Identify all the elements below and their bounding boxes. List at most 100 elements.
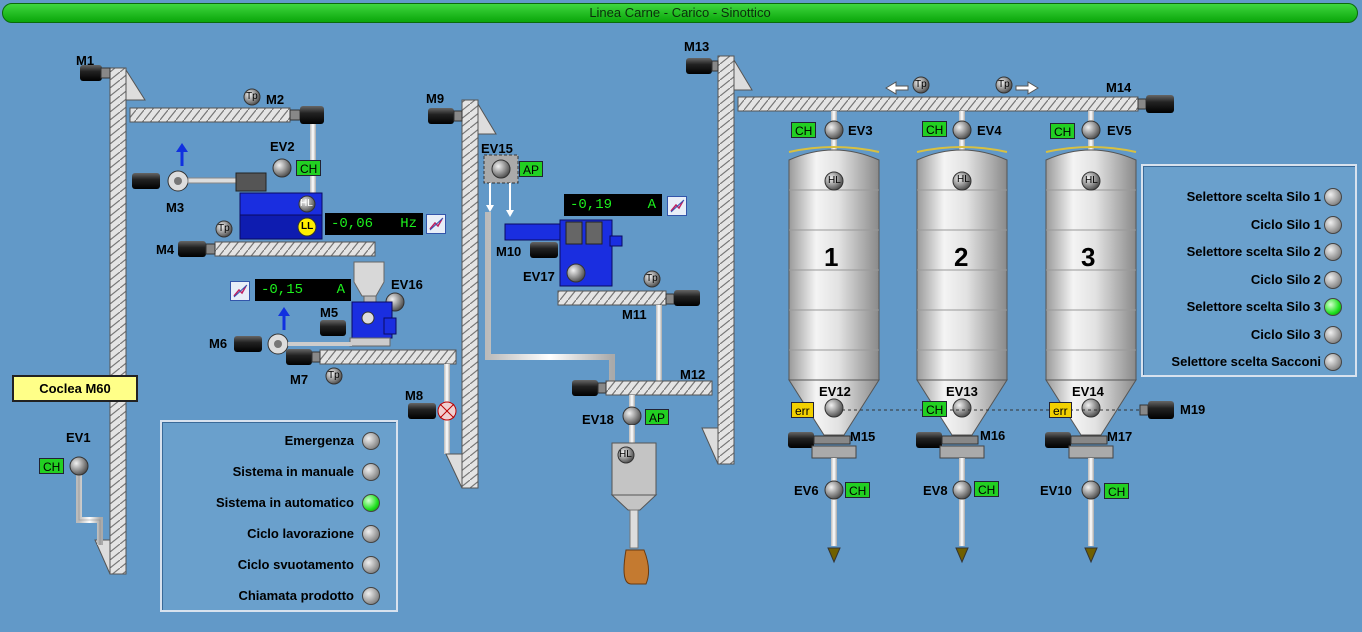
label-ev18: EV18	[582, 412, 614, 427]
temp-sensor-m4	[215, 220, 233, 238]
m10-current-value: -0,19	[570, 197, 613, 213]
motor-m11[interactable]	[665, 290, 700, 306]
status-indicator-lamp-2[interactable]	[362, 494, 380, 512]
valve-ev17[interactable]	[566, 263, 586, 283]
motor-m12[interactable]	[572, 380, 607, 396]
status-indicator-lamp-3[interactable]	[362, 525, 380, 543]
direction-right-icon	[1015, 81, 1039, 95]
ev8-state-tag: CH	[974, 481, 1000, 497]
hl-label-bag: HL	[619, 449, 632, 460]
label-m13: M13	[684, 39, 710, 54]
selector-label-4: Selettore scelta Silo 3	[1186, 299, 1321, 314]
valve-ev4[interactable]	[952, 120, 972, 140]
label-m10: M10	[496, 244, 522, 259]
hl-label-silo-2: HL	[957, 174, 970, 185]
selector-indicator-lamp-5[interactable]	[1324, 325, 1342, 344]
label-m15: M15	[850, 429, 876, 444]
silo-1-top-rim	[788, 146, 880, 153]
temp-sensor-m2	[243, 88, 261, 106]
screw-conveyor-m12	[605, 380, 713, 396]
m5-current-display: -0,15 A	[255, 279, 351, 301]
motor-m15[interactable]	[788, 432, 814, 448]
label-m17: M17	[1107, 429, 1133, 444]
selector-indicator-lamp-0[interactable]	[1324, 188, 1342, 206]
ev14-state-tag: err	[1049, 402, 1072, 418]
selector-indicator-lamp-3[interactable]	[1324, 270, 1342, 289]
valve-ev5[interactable]	[1081, 120, 1101, 140]
motor-m2[interactable]	[289, 106, 324, 124]
label-ev5: EV5	[1107, 123, 1132, 138]
mincer-m5[interactable]	[349, 301, 397, 347]
screw-conveyor-m14	[737, 96, 1139, 112]
selector-label-1: Ciclo Silo 1	[1250, 216, 1321, 232]
label-ev16: EV16	[391, 277, 423, 292]
motor-m19[interactable]	[1139, 401, 1174, 419]
label-ev1: EV1	[66, 430, 91, 445]
ev2-state-tag: CH	[296, 160, 322, 176]
ev6-state-tag: CH	[845, 482, 871, 498]
motor-m17[interactable]	[1045, 432, 1071, 448]
label-m14: M14	[1106, 80, 1132, 95]
valve-ev10[interactable]	[1081, 480, 1101, 500]
motor-m1[interactable]	[80, 65, 111, 81]
screw-conveyor-m11	[557, 290, 667, 306]
window-title-bar: Linea Carne - Carico - Sinottico	[2, 3, 1358, 23]
valve-ev13[interactable]	[952, 398, 972, 418]
valve-ev3[interactable]	[824, 120, 844, 140]
elevator-m9	[445, 99, 497, 489]
motor-m5[interactable]	[320, 320, 346, 336]
selector-indicator-lamp-2[interactable]	[1324, 243, 1342, 261]
valve-ev2[interactable]	[272, 158, 292, 178]
silo-3	[1045, 111, 1137, 564]
status-indicator-lamp-1[interactable]	[362, 463, 380, 481]
status-label-0: Emergenza	[284, 433, 354, 448]
m5-current-value: -0,15	[261, 282, 304, 298]
motor-m7[interactable]	[286, 349, 321, 365]
m4-trend-button[interactable]	[426, 214, 446, 234]
valve-ev12[interactable]	[824, 398, 844, 418]
ev12-state-tag: err	[791, 402, 814, 418]
selector-indicator-lamp-4[interactable]	[1324, 298, 1342, 316]
silo-1-discharge-pipe	[831, 458, 837, 546]
motor-m16[interactable]	[916, 432, 942, 448]
valve-ev6[interactable]	[824, 480, 844, 500]
silo-2-discharge-arrow-icon	[955, 547, 969, 564]
valve-ev18[interactable]	[622, 406, 642, 426]
silo-1	[788, 111, 880, 564]
motor-m10[interactable]	[530, 242, 558, 258]
motor-m9[interactable]	[428, 108, 463, 124]
valve-ev15[interactable]	[491, 159, 511, 179]
screw-conveyor-m2	[129, 107, 291, 123]
silo-2	[916, 111, 1008, 564]
label-m9: M9	[426, 91, 445, 106]
m4-frequency-value: -0,06	[331, 216, 374, 232]
motor-m14[interactable]	[1137, 95, 1174, 113]
status-indicator-lamp-0[interactable]	[362, 432, 380, 450]
silo-2-top-rim	[916, 146, 1008, 153]
status-label-4: Ciclo svuotamento	[237, 557, 354, 572]
pump-m8[interactable]	[408, 401, 457, 421]
elevator-m13	[701, 55, 753, 465]
valve-ev1[interactable]	[69, 456, 89, 476]
motor-m13[interactable]	[686, 58, 719, 74]
valve-ev14[interactable]	[1081, 398, 1101, 418]
coclea-m60-button[interactable]: Coclea M60	[12, 375, 138, 402]
selector-indicator-lamp-1[interactable]	[1324, 215, 1342, 234]
motor-m4[interactable]	[178, 241, 216, 257]
label-ev8: EV8	[923, 483, 948, 498]
status-indicator-lamp-5[interactable]	[362, 587, 380, 605]
ll-label-grinder: LL	[301, 221, 314, 232]
selector-indicator-lamp-6[interactable]	[1324, 353, 1342, 371]
level-sensor-hl-silo-2	[952, 171, 972, 191]
status-indicator-lamp-4[interactable]	[362, 556, 380, 574]
tp-label-m14-right: Tp	[998, 79, 1010, 90]
motor-m3[interactable]	[132, 170, 189, 192]
label-ev14: EV14	[1072, 384, 1104, 399]
valve-ev8[interactable]	[952, 480, 972, 500]
silo-2-number: 2	[954, 242, 969, 272]
m5-trend-button[interactable]	[230, 281, 250, 301]
motor-m6[interactable]	[234, 333, 289, 355]
ev15-state-tag: AP	[519, 161, 544, 177]
hl-label-silo-1: HL	[828, 175, 841, 186]
m10-trend-button[interactable]	[667, 196, 687, 216]
